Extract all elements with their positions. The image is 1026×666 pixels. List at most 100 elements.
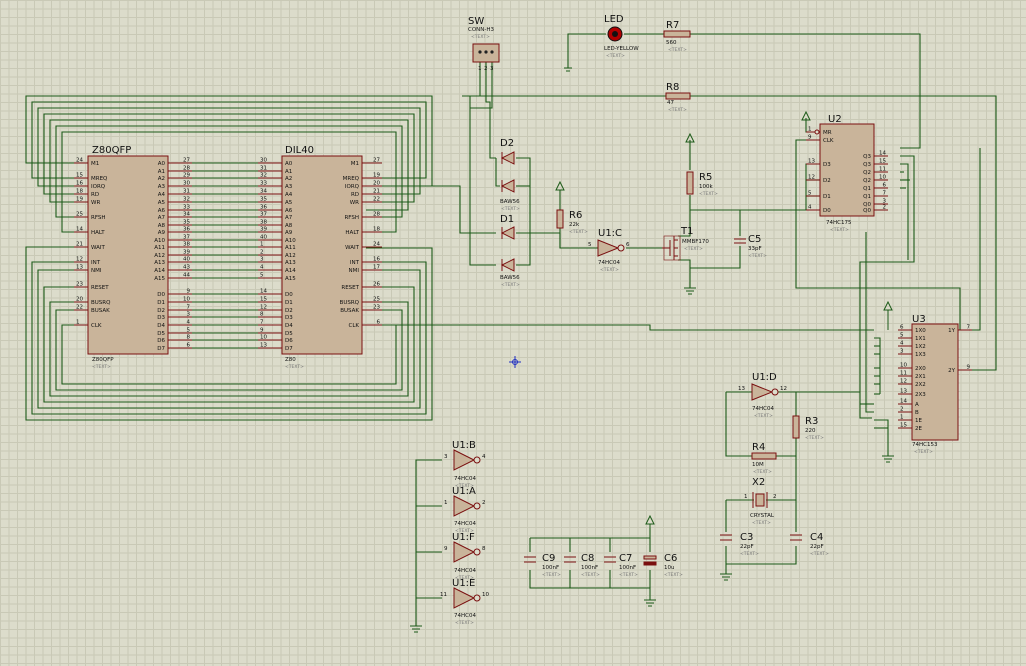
u3-pin-number: 3 xyxy=(900,349,904,355)
dil40-pin-number: 9 xyxy=(260,328,264,334)
r4-resistor[interactable]: R4 10M <TEXT> xyxy=(751,442,777,475)
r5-resistor[interactable]: R5 100k <TEXT> xyxy=(686,171,718,197)
z80qfp-pin-name: D5 xyxy=(157,331,165,337)
z80qfp-pin-name: A13 xyxy=(154,260,165,266)
u2-chip[interactable]: U2 74HC175 <TEXT> 1MR9CLK13D312D25D14D01… xyxy=(806,114,888,233)
c3-capacitor[interactable]: C3 22pF <TEXT> xyxy=(720,532,759,557)
u3-pin-number: 6 xyxy=(900,325,904,331)
z80qfp-pin-name: BUSAK xyxy=(91,308,110,314)
r8-value: 47 xyxy=(667,100,674,106)
r6-resistor[interactable]: R6 22k <TEXT> xyxy=(556,209,588,235)
u1f-out-pin: 8 xyxy=(482,546,486,552)
c6-ref: C6 xyxy=(664,553,677,564)
dil40-pin-number: 3 xyxy=(260,257,264,263)
u3-pin-number: 11 xyxy=(900,371,907,377)
r3-ref: R3 xyxy=(805,416,818,427)
u3-pin-name: 1Y xyxy=(948,328,955,334)
u3-pin-name: 2X0 xyxy=(915,366,926,372)
c6-capacitor[interactable]: C6 10u <TEXT> xyxy=(643,553,683,578)
u1d-text: <TEXT> xyxy=(754,413,773,419)
u2-text: <TEXT> xyxy=(830,227,849,233)
c9-capacitor[interactable]: C9 100nF <TEXT> xyxy=(524,553,561,578)
dil40-pin-number: 26 xyxy=(373,282,380,288)
z80qfp-pin-number: 7 xyxy=(187,305,191,311)
x2-part: CRYSTAL xyxy=(750,513,775,519)
z80qfp-pin-number: 8 xyxy=(187,335,191,341)
dil40-chip[interactable]: DIL40 Z80 <TEXT> 30A031A132A233A334A435A… xyxy=(258,145,382,370)
u3-pin-name: 1X3 xyxy=(915,352,926,358)
sw-ref: SW xyxy=(468,16,484,27)
u1e-inverter[interactable]: U1:E 11 10 74HC04 <TEXT> xyxy=(440,578,489,626)
z80qfp-pin-name: D7 xyxy=(157,346,165,352)
z80qfp-pin-number: 16 xyxy=(76,181,83,187)
c4-capacitor[interactable]: C4 22pF <TEXT> xyxy=(790,532,829,557)
dil40-pin-number: 33 xyxy=(260,181,267,187)
dil40-pin-name: BUSRQ xyxy=(340,300,360,306)
z80qfp-pin-name: A3 xyxy=(158,184,166,190)
u2-pin-number: 6 xyxy=(883,183,887,189)
d2-ref: D2 xyxy=(500,138,514,149)
u2-pin-number: 10 xyxy=(879,175,886,181)
c5-capacitor[interactable]: C5 33pF <TEXT> xyxy=(734,234,767,259)
z80qfp-pin-number: 5 xyxy=(187,328,191,334)
u1d-inverter[interactable]: U1:D 13 12 74HC04 <TEXT> xyxy=(738,372,787,419)
u3-pin-name: 2X3 xyxy=(915,392,926,398)
u1f-ref: U1:F xyxy=(452,532,475,543)
z80qfp-pin-name: A6 xyxy=(158,208,166,214)
z80qfp-pin-name: RFSH xyxy=(91,215,106,221)
u2-pin-name: Q2 xyxy=(863,178,871,184)
c7-capacitor[interactable]: C7 100nF <TEXT> xyxy=(604,553,638,578)
u3-pin-name: 2E xyxy=(915,426,922,432)
z80qfp-pin-name: A0 xyxy=(158,161,166,167)
u1c-inverter[interactable]: U1:C 5 6 74HC04 <TEXT> xyxy=(588,228,630,273)
dil40-pin-name: A10 xyxy=(285,238,296,244)
dil40-pin-name: WR xyxy=(350,200,359,206)
sw-connector[interactable]: SW CONN-H3 <TEXT> 1 2 3 xyxy=(468,16,500,72)
t1-mosfet[interactable]: T1 MMBF170 <TEXT> xyxy=(662,226,709,261)
r3-resistor[interactable]: R3 220 <TEXT> xyxy=(792,415,824,441)
x2-pin2: 2 xyxy=(773,494,777,500)
z80qfp-chip[interactable]: Z80QFP Z80QFP <TEXT> 24M115MREQ16IORQ18R… xyxy=(74,145,192,370)
dil40-part: Z80 xyxy=(285,357,296,363)
r5-ref: R5 xyxy=(699,172,712,183)
u3-text: <TEXT> xyxy=(914,449,933,455)
r8-resistor[interactable]: R8 47 <TEXT> xyxy=(665,82,691,113)
u1f-inverter[interactable]: U1:F 9 8 74HC04 <TEXT> xyxy=(444,532,486,581)
d2-diode[interactable]: D2 BAW56 <TEXT> xyxy=(500,138,520,212)
dil40-pin-number: 28 xyxy=(373,212,380,218)
z80qfp-pin-number: 4 xyxy=(187,320,191,326)
z80qfp-pin-number: 36 xyxy=(183,227,190,233)
z80qfp-pin-number: 31 xyxy=(183,189,190,195)
u2-pin-number: 5 xyxy=(808,191,812,197)
u1a-inverter[interactable]: U1:A 1 2 74HC04 <TEXT> xyxy=(444,486,486,534)
dil40-pin-number: 12 xyxy=(260,305,267,311)
c5-value: 33pF xyxy=(748,246,762,252)
z80qfp-pin-number: 20 xyxy=(76,297,83,303)
u3-pin-name: B xyxy=(915,410,919,416)
z80qfp-pin-name: A8 xyxy=(158,223,166,229)
z80qfp-pin-number: 12 xyxy=(76,257,83,263)
led-component[interactable]: LED LED-YELLOW <TEXT> xyxy=(604,14,639,59)
power-symbols xyxy=(410,67,894,633)
r7-resistor[interactable]: R7 560 <TEXT> xyxy=(663,20,691,53)
z80qfp-pin-name: IORQ xyxy=(91,184,106,190)
x2-crystal[interactable]: X2 1 2 CRYSTAL <TEXT> xyxy=(744,477,777,526)
ground-icon xyxy=(720,573,732,581)
sw-text: <TEXT> xyxy=(471,34,490,40)
r5-value: 100k xyxy=(699,184,713,190)
dil40-pin-name: MREQ xyxy=(343,176,360,182)
dil40-pin-name: A7 xyxy=(285,215,293,221)
z80qfp-pin-number: 1 xyxy=(76,320,80,326)
dil40-pin-name: D6 xyxy=(285,338,293,344)
dil40-text: <TEXT> xyxy=(285,364,304,370)
u1c-text: <TEXT> xyxy=(600,267,619,273)
u1b-inverter[interactable]: U1:B 3 4 74HC04 <TEXT> xyxy=(444,440,486,489)
z80qfp-pin-name: A4 xyxy=(158,192,166,198)
d1-diode[interactable]: D1 BAW56 <TEXT> xyxy=(500,214,520,288)
c8-capacitor[interactable]: C8 100nF <TEXT> xyxy=(564,553,600,578)
u3-chip[interactable]: U3 74HC153 <TEXT> 61X051X141X231X3102X01… xyxy=(898,314,972,455)
u3-pin-name: 1X0 xyxy=(915,328,926,334)
u2-pin-number: 11 xyxy=(879,167,886,173)
